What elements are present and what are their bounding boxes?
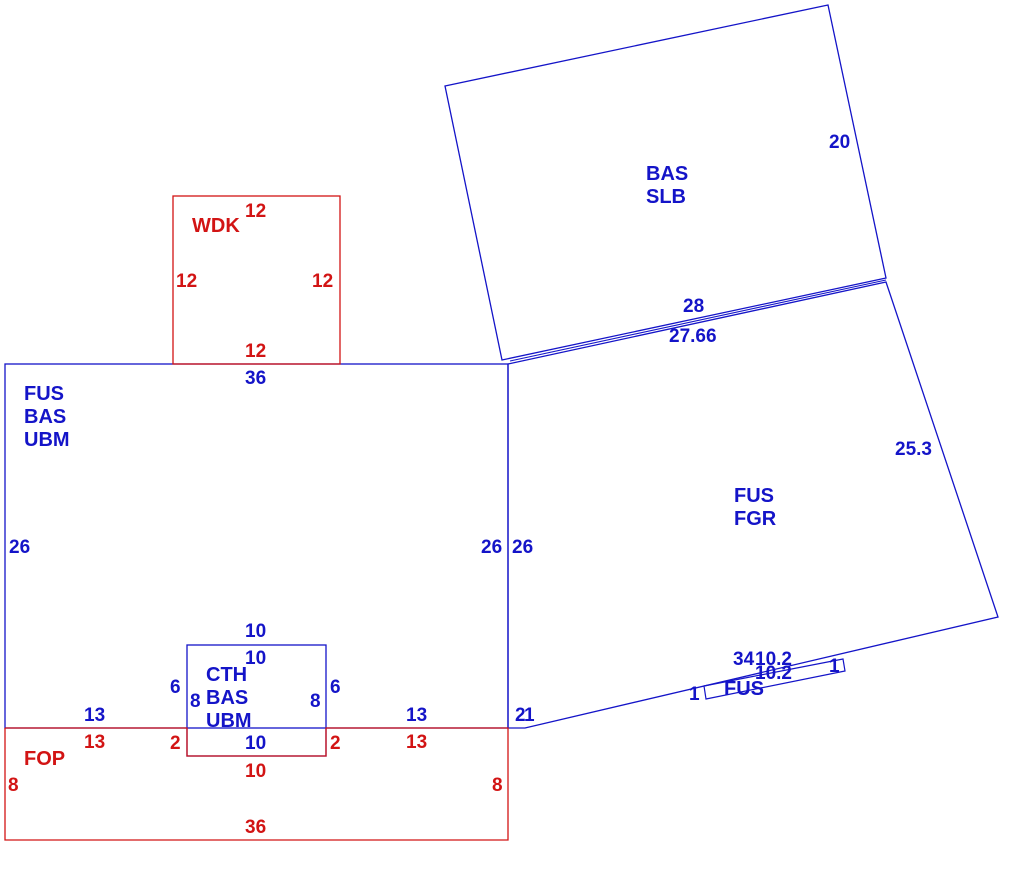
dim-main-top: 36 <box>245 368 266 389</box>
fus-small-outline <box>703 658 846 700</box>
dim-bas-slb-bottom: 28 <box>683 296 704 317</box>
cth-label-2: BAS <box>206 687 248 709</box>
dim-fus-fgr-right: 25.3 <box>895 439 932 460</box>
dim-cth-top-inner: 10 <box>245 648 266 669</box>
dim-fop-notch-left: 2 <box>170 733 181 754</box>
dim-fop-notch-bottom: 10 <box>245 761 266 782</box>
dim-cth-right-outer: 6 <box>330 677 341 698</box>
dim-cth-left-inner: 8 <box>190 691 201 712</box>
fus-small-label: FUS <box>724 678 764 700</box>
bas-slb-outline <box>444 4 887 361</box>
cth-label-1: CTH <box>206 664 247 686</box>
fus-fgr-label-2: FGR <box>734 508 777 530</box>
fop-outline <box>4 727 509 841</box>
dim-cth-bottom: 10 <box>245 733 266 754</box>
dim-cth-left-outer: 6 <box>170 677 181 698</box>
wdk-label: WDK <box>192 215 240 237</box>
fus-main-label-3: UBM <box>24 429 70 451</box>
fus-fgr-label-1: FUS <box>734 485 774 507</box>
dim-small-d: 1 <box>689 684 700 705</box>
dim-corner-2: 2 <box>515 705 526 726</box>
dim-fop-top-left: 13 <box>84 732 105 753</box>
dim-main-bottom-left: 13 <box>84 705 105 726</box>
dim-main-bottom-right: 13 <box>406 705 427 726</box>
fop-label: FOP <box>24 748 65 770</box>
dim-cth-right-inner: 8 <box>310 691 321 712</box>
dim-wdk-left: 12 <box>176 271 197 292</box>
dim-small-e: 1 <box>829 656 840 677</box>
dim-main-left: 26 <box>9 537 30 558</box>
dim-fop-left: 8 <box>8 775 19 796</box>
dim-fop-notch-right: 2 <box>330 733 341 754</box>
dim-fus-fgr-top: 27.66 <box>669 326 717 347</box>
dim-wdk-bottom: 12 <box>245 341 266 362</box>
dim-fop-top-right: 13 <box>406 732 427 753</box>
bas-slb-label-1: BAS <box>646 163 688 185</box>
fus-main-label-2: BAS <box>24 406 66 428</box>
dim-corner-1: 1 <box>524 705 535 726</box>
fus-main-label-1: FUS <box>24 383 64 405</box>
dim-bas-slb-right: 20 <box>829 132 850 153</box>
dim-wdk-top: 12 <box>245 201 266 222</box>
fus-fgr-top-edge <box>509 279 887 362</box>
dim-cth-top-outer: 10 <box>245 621 266 642</box>
fus-main-outline <box>4 363 509 729</box>
dim-fop-bottom: 36 <box>245 817 266 838</box>
dim-small-c: 10.2 <box>755 663 792 684</box>
wdk-outline <box>172 195 341 365</box>
dim-small-b: 10.2 <box>755 649 792 670</box>
dim-fop-right: 8 <box>492 775 503 796</box>
cth-label-3: UBM <box>206 710 252 732</box>
bas-slb-label-2: SLB <box>646 186 686 208</box>
dim-small-a: 34 <box>733 649 755 670</box>
dim-main-right: 26 <box>481 537 502 558</box>
dim-fus-fgr-left: 26 <box>512 537 533 558</box>
dim-wdk-right: 12 <box>312 271 333 292</box>
